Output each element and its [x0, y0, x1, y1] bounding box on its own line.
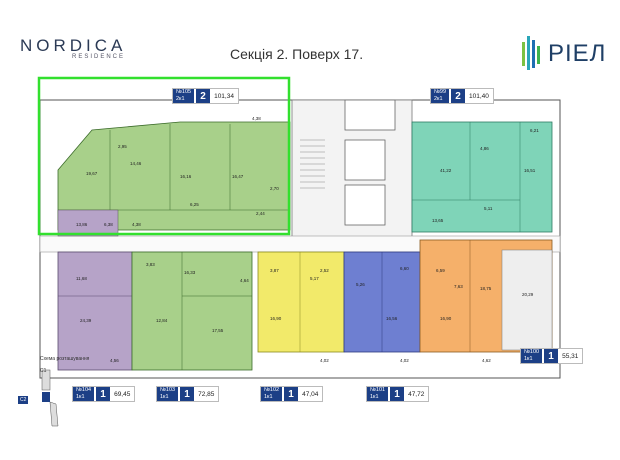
- room-area-105-4: 4,38: [252, 116, 261, 121]
- room-area-103-1: 12,84: [156, 318, 168, 323]
- room-area-103-2: 17,55: [212, 328, 224, 333]
- apartment-104[interactable]: [57, 251, 133, 371]
- room-area-100-0: 16,90: [440, 316, 452, 321]
- room-area-101-3: 4,02: [400, 358, 409, 363]
- room-area-105-8: 6,38: [104, 222, 113, 227]
- room-area-105-11: 2,95: [118, 144, 127, 149]
- room-count: 1: [96, 387, 111, 401]
- room-area-99-0: 41,22: [440, 168, 452, 173]
- room-area-105-6: 2,44: [256, 211, 265, 216]
- scheme-label-c1: С1: [40, 368, 47, 374]
- room-area-105-7: 13,86: [76, 222, 88, 227]
- room-area-99-4: 4,86: [480, 146, 489, 151]
- room-area-labels: 19,67 16,16 14,46 16,47 4,38 6,25 2,44 1…: [76, 116, 539, 363]
- brand-subtitle: RESIDENCE: [72, 54, 126, 60]
- room-area-100-4: 20,29: [522, 292, 534, 297]
- room-area-102-2: 2,52: [320, 268, 329, 273]
- room-area-100-3: 18,75: [480, 286, 492, 291]
- room-area-105-2: 14,46: [130, 161, 142, 166]
- stairs: [300, 139, 325, 189]
- room-area-105-5: 6,25: [190, 202, 199, 207]
- room-area-99-3: 6,21: [530, 128, 539, 133]
- scheme-label-c2: С2: [18, 396, 29, 404]
- apartment-105-highlight: [37, 76, 291, 236]
- room-area-103-4: 4,64: [240, 278, 249, 283]
- partner-logo: РІЕЛ: [520, 34, 610, 74]
- apartment-105[interactable]: [57, 121, 291, 237]
- apartment-area: 55,31: [562, 352, 579, 360]
- room-count: 2: [451, 89, 466, 103]
- room-area-104-1: 24,39: [80, 318, 92, 323]
- room-area-105-9: 4,38: [132, 222, 141, 227]
- room-area-104-2: 4,56: [110, 358, 119, 363]
- location-scheme-map: [41, 369, 59, 427]
- room-area-105-10: 2,70: [270, 186, 279, 191]
- elevator-2: [344, 139, 386, 181]
- apartment-100[interactable]: [419, 239, 553, 353]
- partner-name: РІЕЛ: [548, 40, 607, 67]
- room-area-103-0: 16,33: [184, 270, 196, 275]
- elevator-1: [344, 99, 396, 131]
- apartment-area: 47,04: [302, 390, 319, 398]
- room-count: 1: [390, 387, 405, 401]
- room-area-103-3: 3,83: [146, 262, 155, 267]
- location-scheme-label: Схема розташування: [40, 356, 90, 362]
- room-area-102-1: 5,17: [310, 276, 319, 281]
- room-area-105-0: 19,67: [86, 171, 98, 176]
- apartment-area: 72,85: [198, 390, 215, 398]
- apartment-area: 101,40: [469, 92, 489, 100]
- nordica-logo: NORDICA RESIDENCE: [20, 36, 130, 68]
- room-area-101-0: 16,56: [386, 316, 398, 321]
- apartment-99[interactable]: [411, 121, 553, 233]
- room-area-99-1: 16,51: [524, 168, 536, 173]
- room-area-99-2: 13,65: [432, 218, 444, 223]
- room-count: 1: [284, 387, 299, 401]
- apartment-103[interactable]: [131, 251, 253, 371]
- location-scheme: Схема розташування: [40, 356, 89, 430]
- room-area-102-4: 4,02: [320, 358, 329, 363]
- room-area-104-0: 11,68: [76, 276, 87, 281]
- room-area-100-2: 7,63: [454, 284, 463, 289]
- room-area-101-1: 5,26: [356, 282, 365, 287]
- partner-logo-icon: [522, 36, 540, 70]
- room-area-105-3: 16,47: [232, 174, 244, 179]
- page-title: Секція 2. Поверх 17.: [230, 46, 364, 62]
- room-area-105-1: 16,16: [180, 174, 192, 179]
- brand-name: NORDICA: [20, 36, 127, 55]
- apartment-102[interactable]: [257, 251, 345, 353]
- room-count: 1: [544, 349, 559, 363]
- room-area-101-2: 6,60: [400, 266, 409, 271]
- room-area-102-3: 3,87: [270, 268, 279, 273]
- room-area-100-1: 6,59: [436, 268, 445, 273]
- apartment-area: 47,72: [408, 390, 425, 398]
- apartment-area: 101,34: [214, 92, 234, 100]
- room-area-100-5: 4,62: [482, 358, 491, 363]
- apartment-101[interactable]: [343, 251, 421, 353]
- elevator-3: [344, 184, 386, 226]
- room-count: 2: [196, 89, 211, 103]
- room-area-99-5: 5,11: [484, 206, 493, 211]
- room-count: 1: [180, 387, 195, 401]
- room-area-102-0: 16,90: [270, 316, 282, 321]
- apartment-area: 69,45: [114, 390, 131, 398]
